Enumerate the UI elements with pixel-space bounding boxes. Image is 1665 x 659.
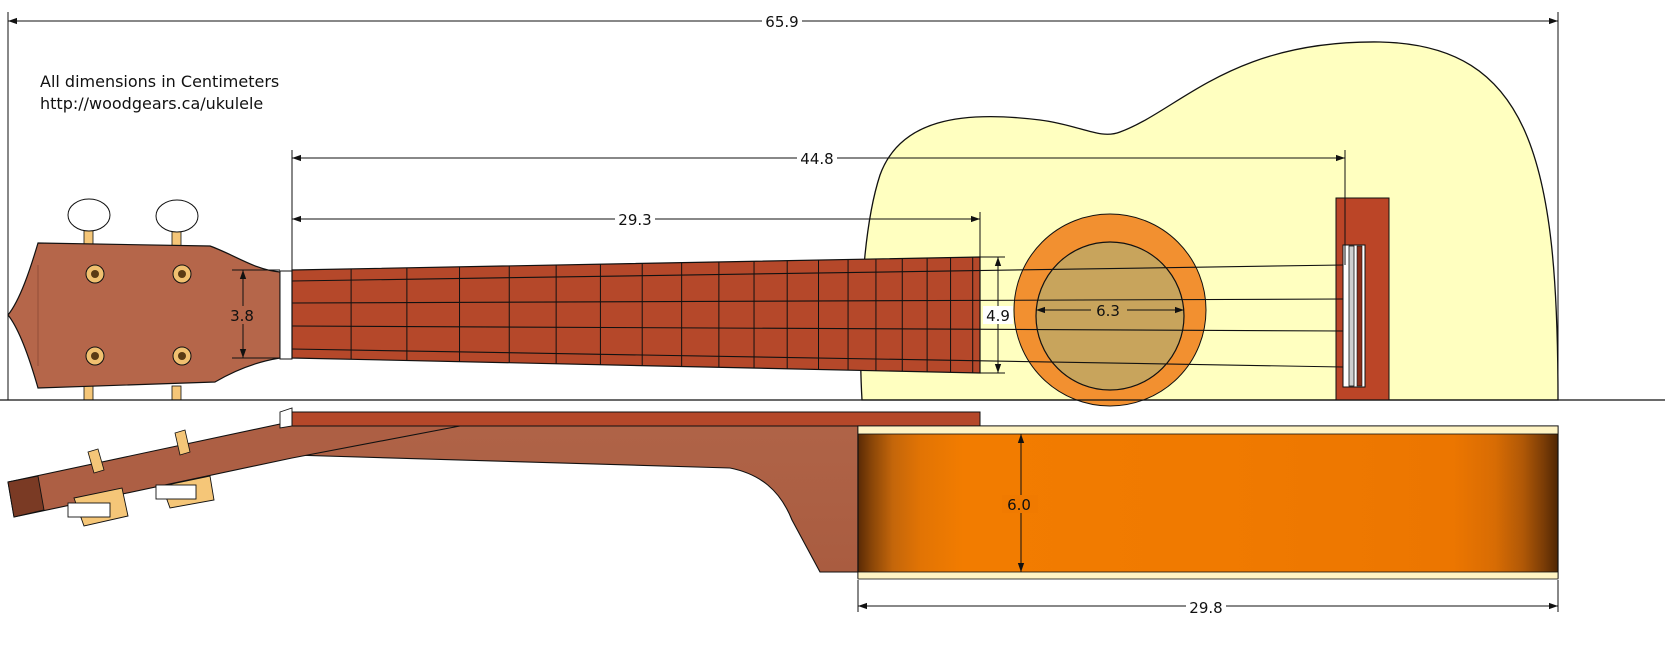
nut bbox=[279, 270, 293, 360]
frets bbox=[350, 257, 974, 373]
source-url: http://woodgears.ca/ukulele bbox=[40, 94, 264, 113]
body-side bbox=[857, 425, 1559, 579]
dim-neck-end-width: 4.9 bbox=[986, 307, 1010, 325]
dim-scale-length: 44.8 bbox=[800, 150, 833, 168]
body-back-edge bbox=[857, 571, 1559, 580]
dim-soundhole-diameter: 6.3 bbox=[1096, 302, 1120, 320]
neck-side bbox=[291, 412, 859, 573]
dimension-labels: 65.9 44.8 29.3 3.8 4.9 6.3 6.0 29.8 bbox=[227, 12, 1226, 617]
bridge-saddle bbox=[1348, 245, 1355, 387]
tuner-button-icon bbox=[67, 502, 111, 518]
tuner-button-icon bbox=[67, 198, 111, 232]
bridge-saddle-inner bbox=[1356, 245, 1363, 387]
dim-nut-width: 3.8 bbox=[230, 307, 254, 325]
headstock-top bbox=[7, 242, 281, 389]
headstock-end-cap bbox=[7, 475, 45, 518]
tuner-button-icon bbox=[155, 199, 199, 233]
dim-neck-length: 29.3 bbox=[618, 211, 651, 229]
tuners-side bbox=[67, 429, 215, 527]
dim-body-length: 29.8 bbox=[1189, 599, 1222, 617]
tuner-button-icon bbox=[155, 484, 197, 500]
dim-body-depth: 6.0 bbox=[1007, 496, 1031, 514]
fretboard-side bbox=[291, 411, 981, 427]
tuner-peg-holes bbox=[85, 264, 192, 366]
strings bbox=[291, 264, 1344, 368]
nut-side bbox=[279, 407, 293, 429]
fretboard bbox=[291, 256, 981, 374]
units-note: All dimensions in Centimeters bbox=[40, 72, 280, 91]
dim-overall-length: 65.9 bbox=[765, 13, 798, 31]
body-top-edge bbox=[857, 425, 1559, 435]
headstock-tuners-top bbox=[67, 198, 199, 401]
